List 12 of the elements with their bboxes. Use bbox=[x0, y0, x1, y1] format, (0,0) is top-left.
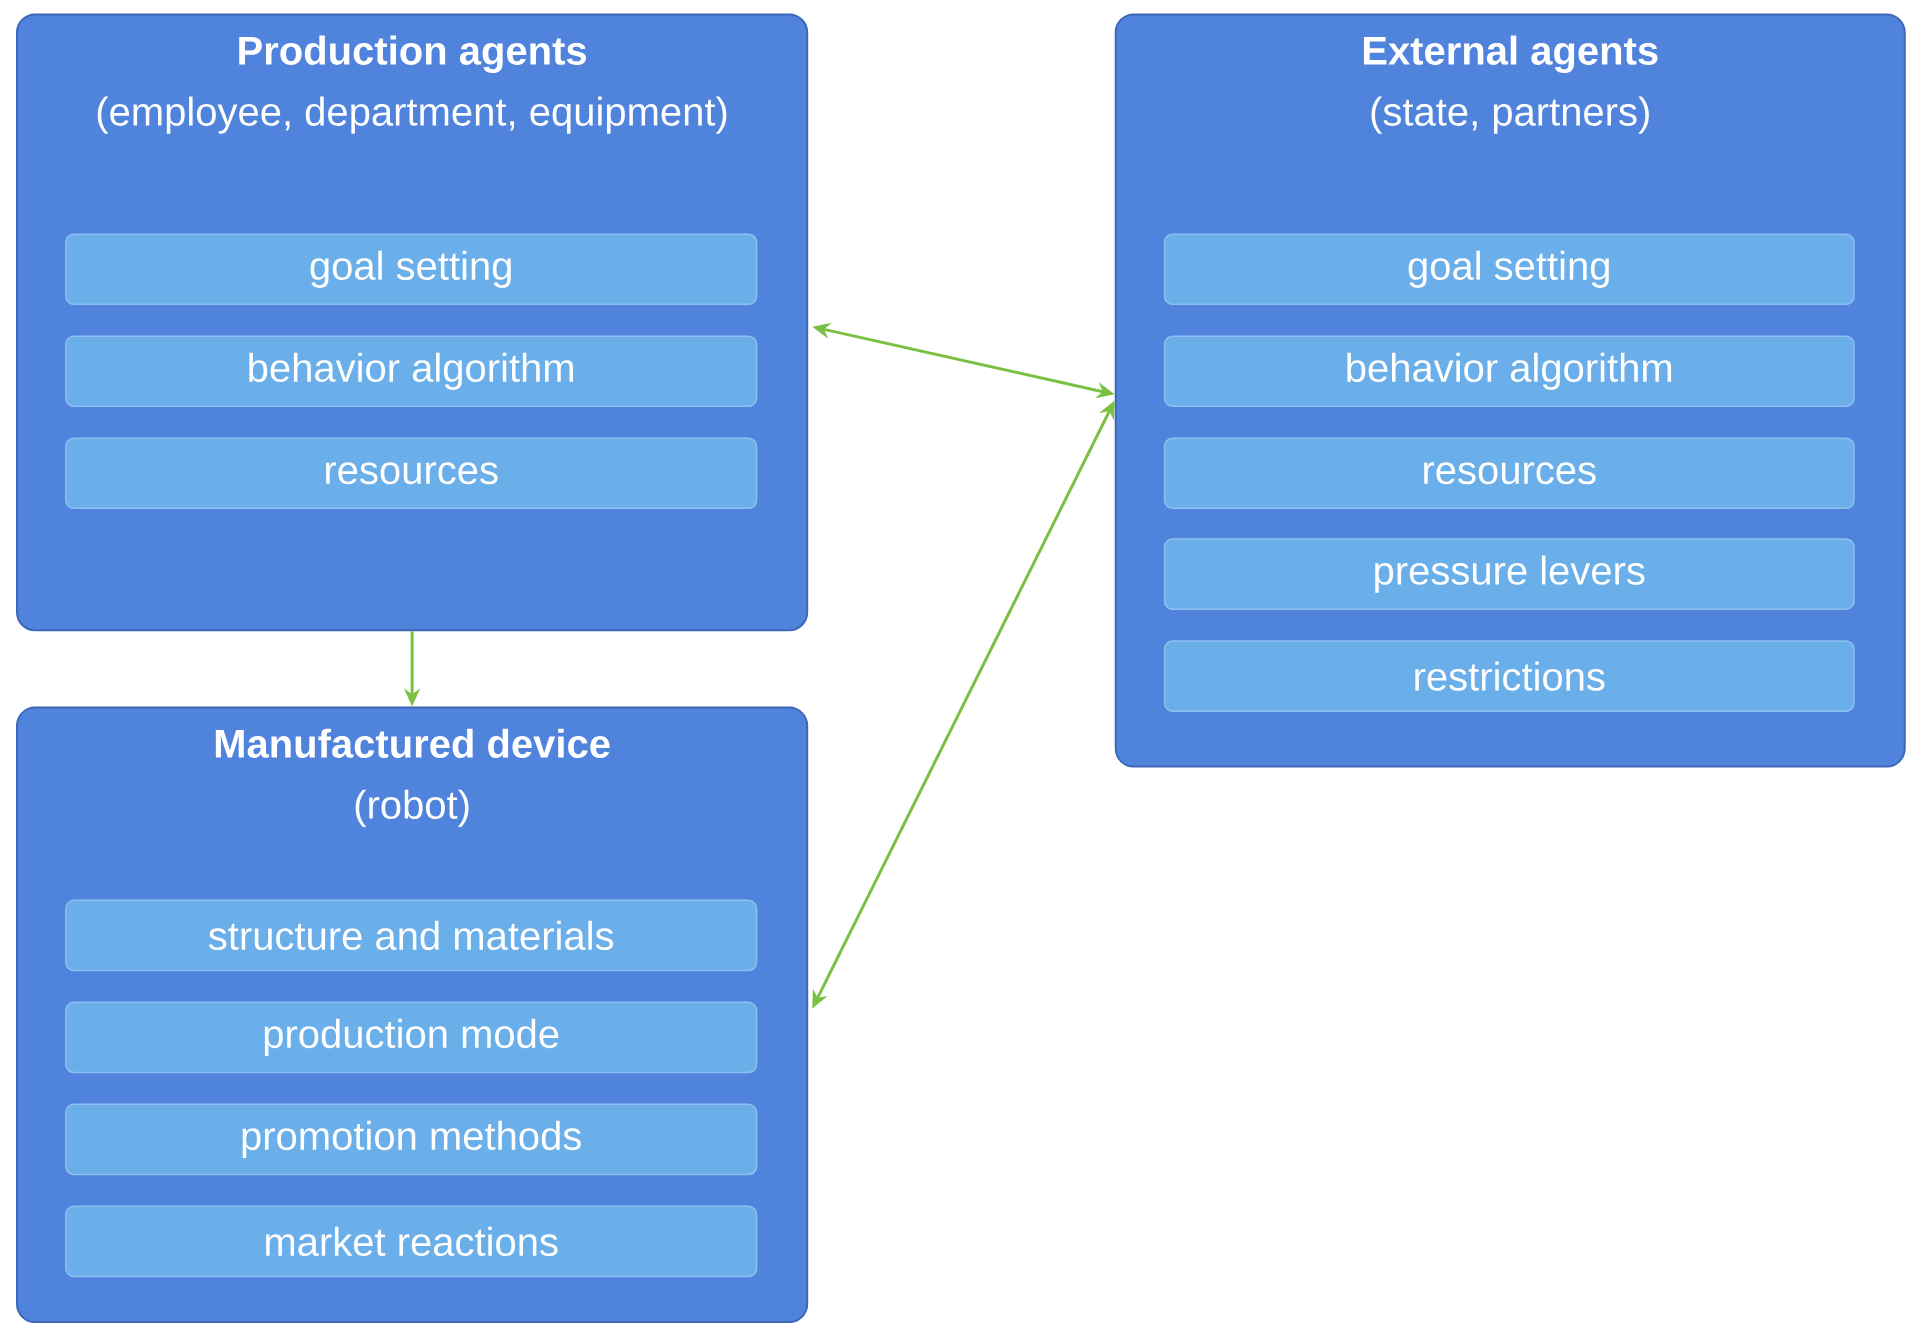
item-box: resources bbox=[1163, 437, 1855, 510]
item-box: restrictions bbox=[1163, 640, 1855, 712]
item-box: goal setting bbox=[65, 233, 758, 306]
item-box: behavior algorithm bbox=[1163, 335, 1855, 408]
item-box: resources bbox=[65, 437, 758, 510]
item-box: production mode bbox=[65, 1001, 758, 1074]
item-box: goal setting bbox=[1163, 233, 1855, 306]
item-box: pressure levers bbox=[1163, 538, 1855, 610]
item-box: market reactions bbox=[65, 1205, 758, 1278]
item-box: structure and materials bbox=[65, 899, 758, 972]
item-box: promotion methods bbox=[65, 1103, 758, 1176]
item-box: behavior algorithm bbox=[65, 335, 758, 408]
